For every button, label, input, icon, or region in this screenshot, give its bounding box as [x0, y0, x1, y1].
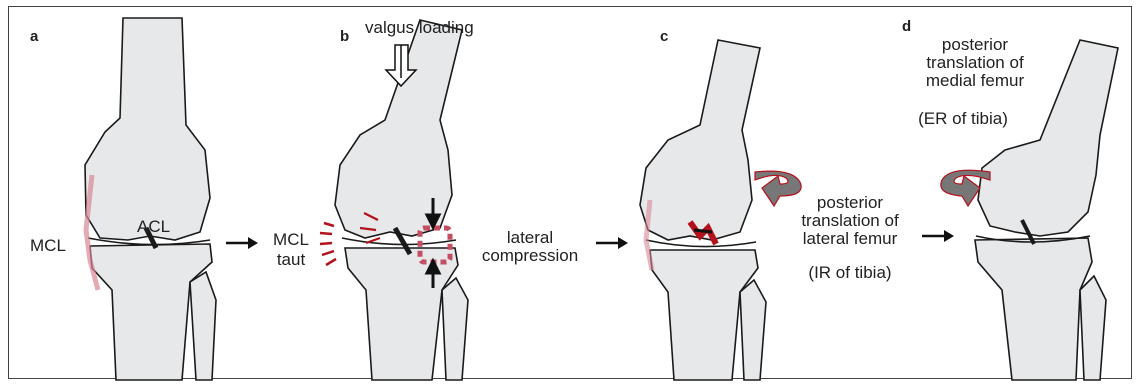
- label-mcl-taut-line1: MCL: [268, 230, 314, 249]
- label-d-line3: medial femur: [905, 71, 1045, 90]
- arrow-b-c: [596, 237, 628, 249]
- label-d-line1: posterior: [905, 35, 1045, 54]
- label-valgus-loading: valgus loading: [365, 18, 474, 37]
- femur-a: [85, 18, 210, 240]
- panel-letter-c: c: [660, 27, 668, 46]
- femur-c: [640, 40, 760, 240]
- arrow-a-b: [226, 237, 258, 249]
- tibia-d: [975, 238, 1092, 380]
- mcl-taut-rays: [320, 223, 336, 265]
- arrow-c-d: [922, 230, 954, 242]
- fibula-c: [740, 280, 766, 380]
- knee-a: [85, 18, 216, 380]
- label-d-line2: translation of: [905, 53, 1045, 72]
- mcl-band-c: [646, 200, 652, 270]
- label-c-line4: (IR of tibia): [780, 263, 920, 282]
- label-compression: compression: [470, 246, 590, 265]
- label-c-line2: translation of: [780, 211, 920, 230]
- panel-letter-a: a: [30, 27, 38, 46]
- knee-c: [640, 40, 766, 380]
- panel-letter-b: b: [340, 27, 349, 46]
- label-lateral: lateral: [470, 228, 590, 247]
- tibia-b: [345, 248, 458, 380]
- label-mcl: MCL: [30, 236, 66, 255]
- label-c-line1: posterior: [780, 193, 920, 212]
- label-mcl-taut-line2: taut: [268, 250, 314, 269]
- label-d-line4: (ER of tibia): [893, 109, 1033, 128]
- fibula-a: [190, 272, 216, 380]
- panel-letter-d: d: [902, 17, 911, 36]
- fibula-b: [442, 278, 468, 380]
- label-c-line3: lateral femur: [780, 229, 920, 248]
- knee-d: [975, 40, 1118, 380]
- label-acl: ACL: [137, 217, 170, 236]
- fibula-d: [1080, 276, 1106, 380]
